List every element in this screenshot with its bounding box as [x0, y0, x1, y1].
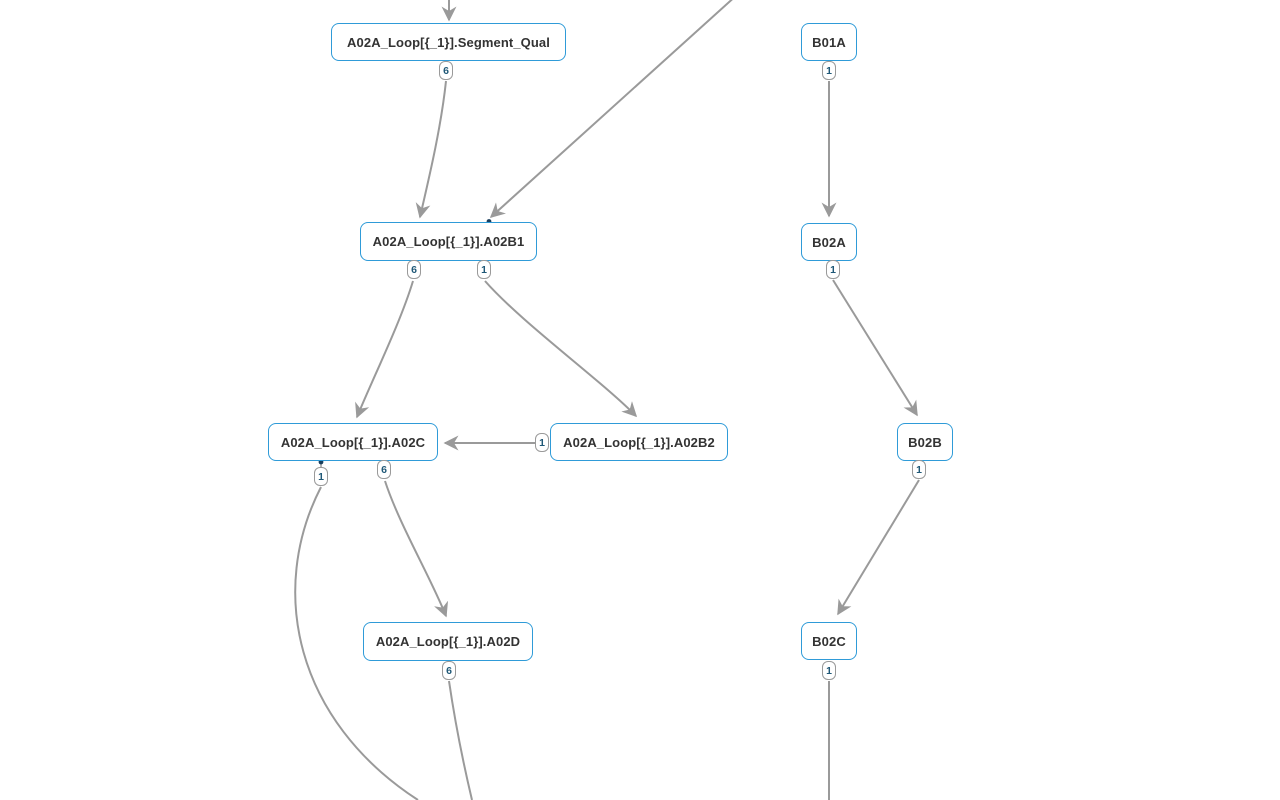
multiplicity-badge-a02d: 6 [442, 661, 456, 680]
edge-offscreen-topright-to-a02b1[interactable] [489, 0, 738, 219]
edge-a02c-to-a02d[interactable] [384, 480, 449, 618]
node-a02c[interactable]: A02A_Loop[{_1}].A02C [268, 423, 438, 461]
multiplicity-badge-b02b: 1 [912, 460, 926, 479]
multiplicity-badge-a02c-right: 6 [377, 460, 391, 479]
multiplicity-badge-a02b1-left: 6 [407, 260, 421, 279]
node-a02b1[interactable]: A02A_Loop[{_1}].A02B1 [360, 222, 537, 261]
node-a02b2[interactable]: A02A_Loop[{_1}].A02B2 [550, 423, 728, 461]
edge-a02b1-to-a02c[interactable] [355, 280, 414, 419]
multiplicity-badge-segment-qual: 6 [439, 61, 453, 80]
node-segment-qual[interactable]: A02A_Loop[{_1}].Segment_Qual [331, 23, 566, 61]
node-label: B01A [812, 34, 846, 50]
multiplicity-badge-b02c: 1 [822, 661, 836, 680]
edge-b02a-to-b02b[interactable] [832, 279, 918, 417]
edge-a02d-to-offscreen-bottom[interactable] [448, 680, 473, 800]
node-label: A02A_Loop[{_1}].A02C [280, 434, 426, 450]
node-b01a[interactable]: B01A [801, 23, 857, 61]
node-label: B02B [908, 434, 942, 450]
multiplicity-badge-b02a: 1 [826, 260, 840, 279]
node-label: B02A [812, 234, 846, 250]
edge-segment-qual-to-a02b1[interactable] [415, 80, 447, 219]
node-b02a[interactable]: B02A [801, 223, 857, 261]
node-label: A02A_Loop[{_1}].A02B2 [563, 434, 715, 450]
node-b02b[interactable]: B02B [897, 423, 953, 461]
multiplicity-badge-a02b2: 1 [535, 433, 549, 452]
edge-a02b1-to-a02b2[interactable] [484, 280, 638, 418]
multiplicity-badge-a02b1-right: 1 [477, 260, 491, 279]
multiplicity-badge-b01a: 1 [822, 61, 836, 80]
multiplicity-badge-a02c-left: 1 [314, 467, 328, 486]
node-label: A02A_Loop[{_1}].Segment_Qual [347, 34, 550, 50]
node-label: A02A_Loop[{_1}].A02B1 [372, 234, 525, 249]
edge-a02c-to-offscreen-bottom[interactable] [294, 486, 419, 800]
node-label: B02C [812, 633, 846, 649]
edge-b02b-to-b02c[interactable] [837, 479, 920, 616]
node-label: A02A_Loop[{_1}].A02D [375, 634, 521, 649]
node-b02c[interactable]: B02C [801, 622, 857, 660]
node-a02d[interactable]: A02A_Loop[{_1}].A02D [363, 622, 533, 661]
